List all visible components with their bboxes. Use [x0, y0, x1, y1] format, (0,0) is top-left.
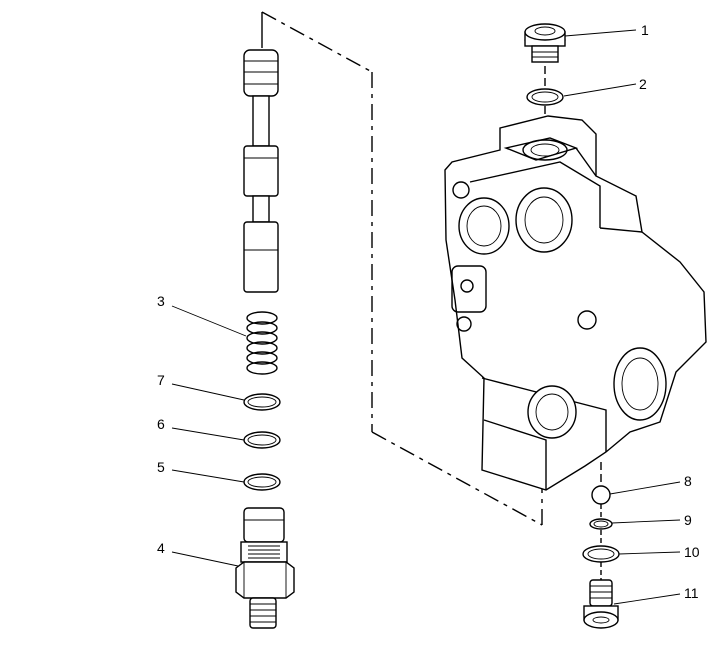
o-ring-2: [526, 88, 564, 106]
top-port-bore: [522, 139, 568, 161]
callout-5: 5: [157, 459, 165, 475]
mounting-hole-lower-left: [456, 316, 472, 332]
callout-6: 6: [157, 416, 165, 432]
callout-9: 9: [684, 512, 692, 528]
o-ring-6: [243, 431, 281, 449]
port-upper-left: [458, 197, 510, 255]
o-ring-5: [243, 473, 281, 491]
relief-valve-cartridge: [235, 507, 295, 629]
callout-8: 8: [684, 473, 692, 489]
o-ring-10: [582, 545, 620, 563]
callout-4: 4: [157, 540, 165, 556]
port-upper-center: [515, 187, 573, 253]
leader-lines: [171, 29, 681, 605]
spring: [246, 311, 278, 375]
callout-11: 11: [684, 585, 699, 601]
callout-2: 2: [639, 76, 647, 92]
assembly-guide-line-spool: [261, 11, 543, 526]
o-ring-7: [243, 393, 281, 411]
port-side-right: [613, 347, 667, 421]
mounting-hole-right: [577, 310, 597, 330]
valve-spool: [243, 49, 279, 293]
callout-10: 10: [684, 544, 700, 560]
callout-labels: 1 2 3 7 6 5 4 8 9 10 11: [157, 22, 700, 601]
check-ball: [591, 485, 611, 505]
mounting-hole-mid-left: [451, 265, 487, 313]
callout-1: 1: [641, 22, 649, 38]
mounting-hole-top-left: [452, 181, 470, 199]
valve-body-housing: [444, 115, 707, 491]
callout-7: 7: [157, 372, 165, 388]
check-plug: [583, 579, 619, 629]
plug: [524, 23, 566, 63]
port-lower-center: [527, 385, 577, 439]
back-up-ring-9: [589, 518, 613, 530]
callout-3: 3: [157, 293, 165, 309]
